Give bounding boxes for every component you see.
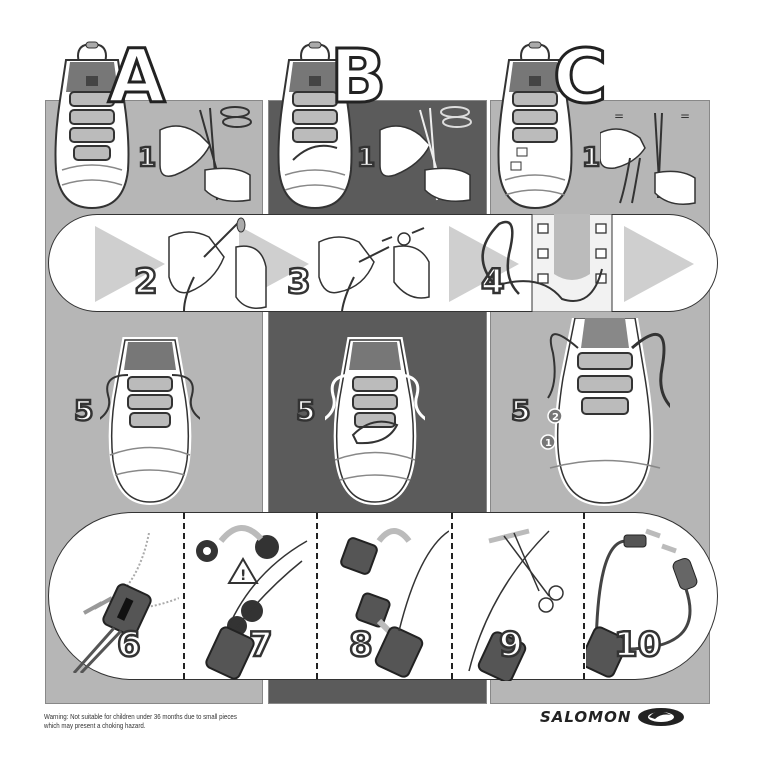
svg-text:=: = [614,109,624,123]
step-divider [183,513,185,679]
shoe-top-b-icon [277,41,353,210]
step-1-c-number: 1 [581,143,602,173]
shoe-top-a-icon [54,41,130,210]
step-5-c-number: 5 [510,394,532,427]
marker-1: 1 [545,438,552,449]
step-2-number: 2 [133,262,159,302]
play-triangle-icon [624,226,694,302]
lock-cap-insert-icon [340,528,449,678]
play-triangle-icon [95,226,165,302]
step-5-b-number: 5 [295,394,317,427]
hands-scissors-b-icon [379,106,472,202]
step-1-b-number: 1 [356,143,377,173]
step-3-number: 3 [286,262,312,302]
warning-line-1: Warning: Not suitable for children under… [44,712,237,721]
shoe-step5-a-icon [100,337,200,505]
steps-6-10-banner: 6 ! 7 8 9 10 [48,512,718,681]
step-divider [316,513,318,679]
choking-hazard-warning: Warning: Not suitable for children under… [44,712,241,730]
shoe-top-c-icon [497,41,573,210]
step-1-a-number: 1 [137,143,158,173]
step-7-number: 7 [248,625,274,665]
step-8-number: 8 [348,625,374,665]
shoe-step5-b-icon [325,337,425,505]
salomon-logo: SALOMON [540,707,685,727]
warning-line-2: which may present a choking hazard. [44,721,146,730]
salomon-swirl-icon [638,708,685,726]
hands-scissors-c-icon: = = [600,109,696,205]
step-divider [583,513,585,679]
lace-lock-icon [72,533,179,673]
hands-pulling-lace-icon [318,227,430,311]
section-letter-a: A [106,34,166,120]
gear-swap-warning-icon: ! [196,525,308,680]
step-divider [451,513,453,679]
step-9-number: 9 [498,625,524,665]
section-letter-c: C [551,34,608,120]
svg-text:=: = [680,109,690,123]
step-10-number: 10 [613,625,663,665]
steps-2-4-banner: 2 3 4 [48,214,718,312]
marker-2: 2 [552,412,559,423]
hands-threading-icon [168,217,267,311]
scissors-cut-icon [468,528,564,681]
lace-through-eyelets-icon [481,214,613,312]
section-letter-b: B [328,34,387,120]
logo-text: SALOMON [540,708,632,726]
step-5-a-number: 5 [73,394,95,427]
hands-scissors-a-icon [159,106,252,202]
warning-icon: ! [240,568,246,584]
lace-end-cap-icon [586,528,698,678]
step-6-number: 6 [116,625,142,665]
shoe-step5-c-icon: 2 1 [540,318,670,507]
